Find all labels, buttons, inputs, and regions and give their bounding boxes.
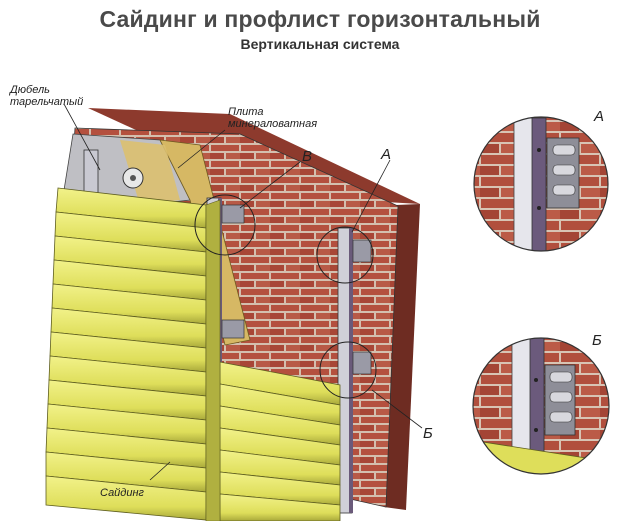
diagram-title: Сайдинг и профлист горизонтальный — [99, 6, 541, 32]
label-dowel-1: Дюбель — [10, 84, 50, 96]
diagram-subtitle: Вертикальная система — [240, 36, 400, 52]
label-dowel-2: тарельчатый — [10, 96, 84, 108]
label-wool-2: минераловатная — [228, 118, 318, 130]
callout-a: А — [381, 146, 392, 163]
label-siding: Сайдинг — [100, 487, 144, 499]
callout-v: В — [302, 148, 313, 165]
detail-label-b: Б — [592, 332, 602, 349]
detail-label-a: А — [594, 108, 605, 125]
detail-a-image — [474, 117, 608, 251]
callout-b: Б — [423, 425, 433, 442]
label-wool-1: Плита — [228, 106, 264, 118]
